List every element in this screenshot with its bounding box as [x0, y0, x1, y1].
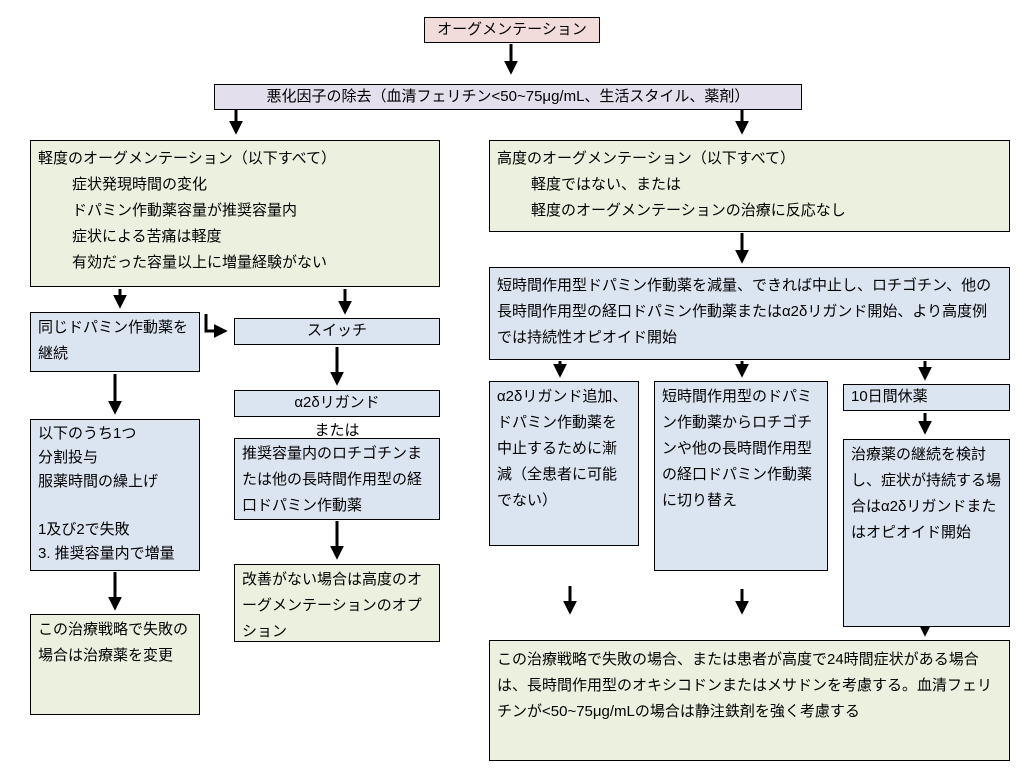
node-strategy-one-of: 以下のうち1つ 分割投与 服薬時間の繰上げ 1及び2で失敗 3. 推奨容量内で増…: [30, 419, 200, 571]
node-heading: 高度のオーグメンテーション（以下すべて）: [497, 150, 796, 167]
node-rotigotine-option: 推奨容量内のロチゴチンまたは他の長時間作用型の経口ドパミン作動薬: [234, 438, 440, 520]
criterion: 軽度のオーグメンテーションの治療に反応なし: [531, 202, 846, 219]
node-drug-holiday: 10日間休薬: [843, 384, 1010, 411]
node-reduce-short-acting: 短時間作用型ドパミン作動薬を減量、できれば中止し、ロチゴチン、他の長時間作用型の…: [489, 267, 1010, 360]
node-switch-to-long-acting: 短時間作用型のドパミン作動薬からロチゴチンや他の長時間作用型の経口ドパミン作動薬…: [654, 381, 828, 571]
strategy-line: 1及び2で失敗: [38, 521, 130, 538]
node-remove-factors: 悪化因子の除去（血清フェリチン<50~75μg/mL、生活スタイル、薬剤）: [214, 84, 802, 110]
node-consider-continuation: 治療薬の継続を検討し、症状が持続する場合はα2δリガンドまたはオピオイド開始: [843, 439, 1010, 627]
or-label: または: [314, 422, 360, 439]
strategy-line: [38, 494, 192, 518]
node-final-strategy: この治療戦略で失敗の場合、または患者が高度で24時間症状がある場合は、長時間作用…: [489, 640, 1010, 761]
arrow-elbow: [204, 314, 228, 338]
criterion: 症状発現時間の変化: [72, 176, 208, 193]
criterion: ドパミン作動薬容量が推奨容量内: [72, 202, 298, 219]
node-continue-same-agonist: 同じドパミン作動薬を継続: [30, 312, 200, 372]
strategy-line: 分割投与: [38, 449, 99, 466]
node-heading: 軽度のオーグメンテーション（以下すべて）: [38, 150, 337, 167]
node-add-a2d-taper: α2δリガンド追加、ドパミン作動薬を中止するために漸減（全患者に可能でない）: [489, 381, 639, 546]
node-mild-augmentation: 軽度のオーグメンテーション（以下すべて） 症状発現時間の変化 ドパミン作動薬容量…: [30, 140, 440, 287]
node-no-improvement-severe-options: 改善がない場合は高度のオーグメンテーションのオプション: [234, 564, 440, 642]
node-switch: スイッチ: [234, 318, 440, 345]
strategy-line: 3. 推奨容量内で増量: [38, 545, 175, 562]
criterion: 症状による苦痛は軽度: [72, 228, 222, 245]
criterion: 有効だった容量以上に増量経験がない: [72, 254, 328, 271]
node-augmentation: オーグメンテーション: [424, 17, 600, 43]
strategy-line: 服薬時間の繰上げ: [38, 473, 159, 490]
node-change-drug-on-failure: この治療戦略で失敗の場合は治療薬を変更: [30, 614, 200, 715]
node-severe-augmentation: 高度のオーグメンテーション（以下すべて） 軽度ではない、または 軽度のオーグメン…: [489, 140, 1010, 232]
node-a2d-ligand: α2δリガンド: [234, 390, 440, 417]
strategy-line: 以下のうち1つ: [38, 425, 137, 442]
criterion: 軽度ではない、または: [531, 176, 682, 193]
